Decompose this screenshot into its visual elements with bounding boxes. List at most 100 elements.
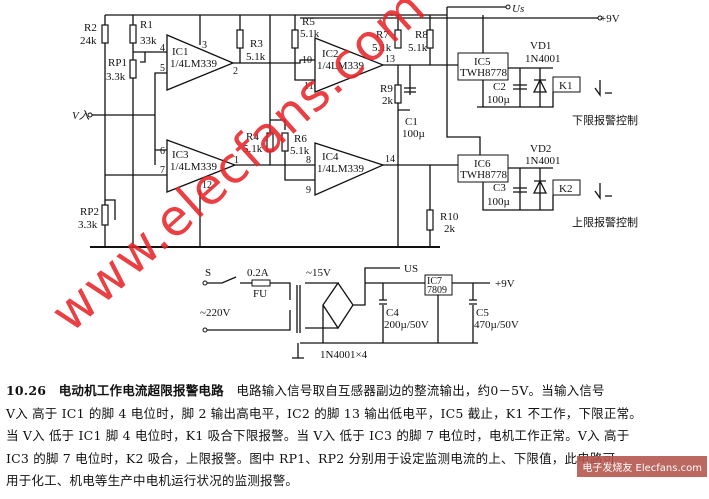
ic6-box — [457, 154, 509, 183]
label: +9V — [600, 13, 620, 25]
description-line: 当 V入 低于 IC1 脚 4 电位时，K1 吸合下限报警。当 V入 低于 IC… — [6, 428, 630, 443]
label: IC1 — [172, 46, 189, 58]
figure-number: 10.26 — [6, 383, 47, 398]
us-terminal — [505, 4, 511, 10]
label: IC3 — [172, 149, 189, 161]
description-line: 10.26 电动机工作电流超限报警电路 电路输入信号取自互感器副边的整流输出，约… — [6, 380, 706, 403]
label: 470µ/50V — [474, 319, 519, 331]
label: R2 — [84, 22, 97, 34]
label: R1 — [140, 19, 153, 31]
label: C4 — [386, 307, 399, 319]
pin: 9 — [306, 185, 311, 196]
label: R4 — [246, 131, 259, 143]
power-supply: S 0.2A FU ~220V ~15V US IC7 7809 +9V C4 … — [200, 263, 519, 361]
wires — [90, 6, 600, 248]
label: C3 — [493, 182, 506, 194]
label: TWH8778 — [460, 67, 508, 79]
label: R8 — [415, 29, 428, 41]
label: 1N4001 — [525, 53, 560, 65]
label: 2k — [382, 95, 394, 107]
pin: 8 — [306, 155, 311, 166]
label: 1N4001 — [525, 155, 560, 167]
label: 1/4LM339 — [317, 163, 365, 175]
label: US — [404, 263, 418, 275]
label: IC7 — [427, 276, 442, 287]
figure-title: 电动机工作电流超限报警电路 — [58, 383, 224, 398]
label: C2 — [493, 81, 506, 93]
relay-contact-icons — [594, 80, 612, 201]
input-label: V入 — [72, 109, 90, 122]
label: 200µ/50V — [384, 319, 429, 331]
site-logo: 电子发烧友 Elecfans.com — [577, 456, 707, 477]
label: 1/4LM339 — [170, 58, 218, 70]
label: 2k — [444, 223, 456, 235]
label: S — [205, 267, 211, 279]
label: 5.1k — [408, 42, 428, 54]
label: R3 — [250, 38, 263, 50]
label: 3.3k — [106, 71, 126, 83]
component-labels: R2 24k R1 33k RP1 3.3k V入 IC1 1/4LM339 I… — [72, 3, 638, 235]
pin: 7 — [160, 165, 165, 176]
label: R6 — [294, 133, 307, 145]
label: 1N4001×4 — [320, 349, 368, 361]
relay-k1 — [552, 76, 581, 93]
pin-numbers: 4 5 3 2 10 11 13 6 7 12 1 8 9 14 — [160, 40, 395, 196]
upper-alarm-label: 上限报警控制 — [572, 215, 638, 229]
label: VD2 — [530, 143, 551, 155]
pin: 11 — [304, 81, 314, 92]
pin: 1 — [234, 155, 239, 166]
relay-k2 — [552, 179, 581, 196]
label: K2 — [559, 183, 572, 195]
label: 24k — [80, 35, 97, 47]
label: R10 — [440, 211, 459, 223]
label: 5.1k — [300, 28, 320, 40]
label: 7809 — [427, 285, 447, 296]
label: IC6 — [474, 158, 491, 170]
pin: 14 — [385, 154, 395, 165]
label: Us — [512, 3, 524, 15]
pin: 4 — [160, 43, 165, 54]
label: 100µ — [487, 94, 510, 106]
lower-alarm-label: 下限报警控制 — [572, 113, 638, 127]
pin: 10 — [302, 55, 312, 66]
pin: 12 — [202, 180, 212, 191]
label: 5.1k — [246, 51, 266, 63]
ic5-box — [457, 52, 509, 81]
label: FU — [253, 288, 267, 300]
label: 0.2A — [247, 267, 269, 279]
pin: 3 — [202, 40, 207, 51]
label: IC2 — [322, 48, 339, 60]
label: 3.3k — [78, 219, 98, 231]
label: R5 — [302, 16, 315, 28]
label: IC5 — [474, 56, 491, 68]
label: +9V — [495, 278, 515, 290]
text: 电路输入信号取自互感器副边的整流输出，约0－5V。当输入信号 — [236, 383, 605, 398]
label: R7 — [376, 29, 389, 41]
diode-icons — [532, 78, 548, 194]
label: 5.1k — [372, 42, 392, 54]
description-line: IC3 的脚 7 电位时，K2 吸合，上限报警。图中 RP1、RP2 分别用于设… — [6, 450, 616, 466]
pin: 5 — [160, 63, 165, 74]
label: C1 — [405, 116, 418, 128]
label: 100µ — [402, 128, 425, 140]
label: TWH8778 — [460, 169, 508, 181]
9v-terminal — [597, 15, 603, 21]
label: RP2 — [80, 206, 99, 218]
label: RP1 — [108, 57, 127, 69]
label: 5.1k — [243, 143, 263, 155]
label: 100µ — [487, 196, 510, 208]
label: IC4 — [322, 151, 339, 163]
label: K1 — [559, 80, 572, 92]
label: VD1 — [530, 40, 551, 52]
pin: 2 — [233, 66, 238, 77]
label: 5.1k — [290, 145, 310, 157]
label: ~15V — [306, 267, 331, 279]
pin: 13 — [385, 54, 395, 65]
resistors — [101, 24, 434, 231]
description: 10.26 电动机工作电流超限报警电路 电路输入信号取自互感器副边的整流输出，约… — [6, 380, 706, 493]
capacitor-icons — [404, 84, 527, 193]
description-line: V入 高于 IC1 的脚 4 电位时，脚 2 输出高电平，IC2 的脚 13 输… — [6, 405, 642, 421]
pin: 6 — [160, 146, 165, 157]
label: 1/4LM339 — [317, 60, 365, 72]
